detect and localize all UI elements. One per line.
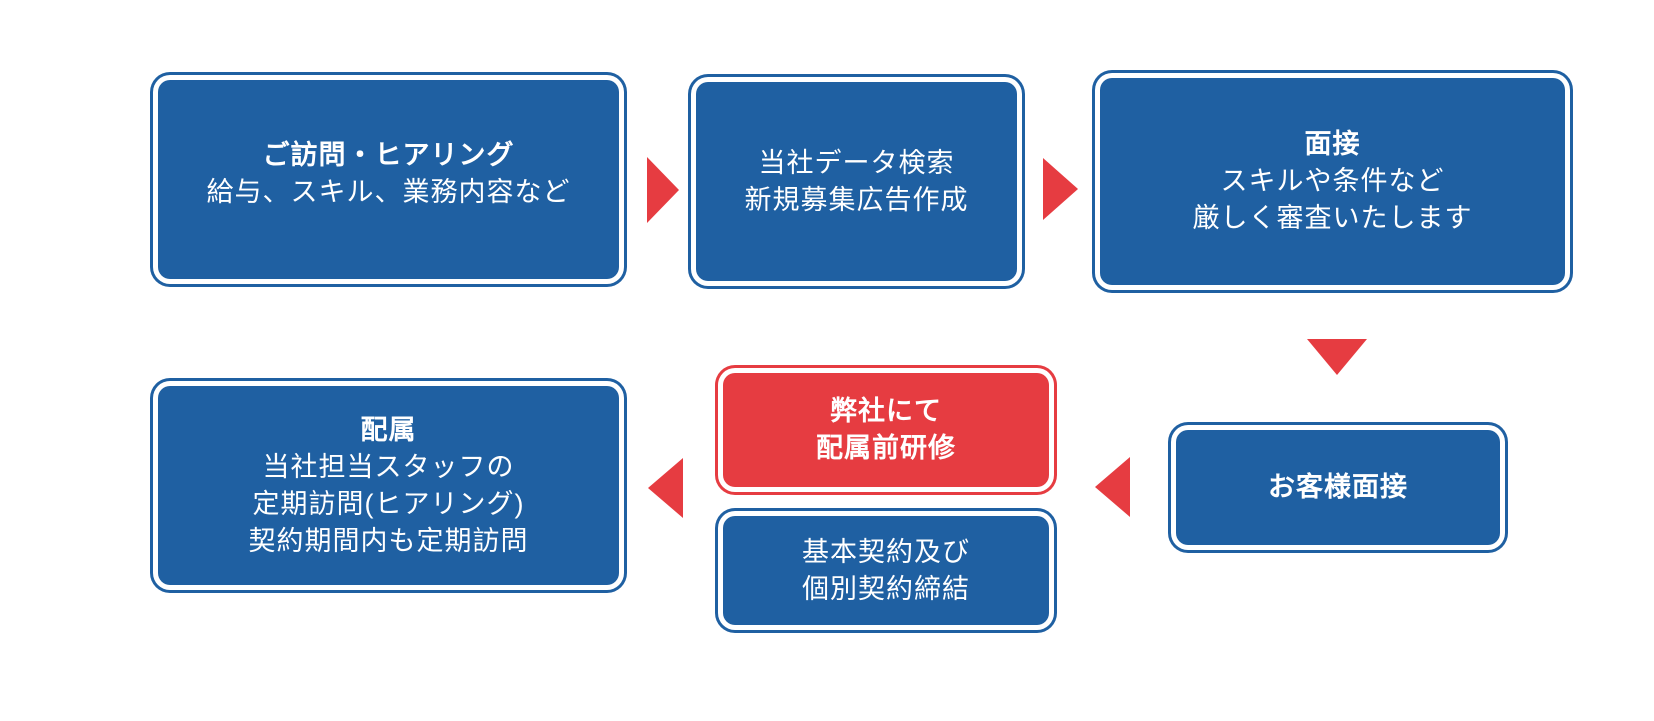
arrow-left-icon bbox=[648, 458, 683, 518]
step-line: 定期訪問(ヒアリング) bbox=[252, 488, 525, 519]
step-box-interview: 面接 スキルや条件など 厳しく審査いたします bbox=[1100, 78, 1565, 285]
step-box-data-search: 当社データ検索 新規募集広告作成 bbox=[696, 82, 1017, 281]
step-box-visit-hearing: ご訪問・ヒアリング 給与、スキル、業務内容など bbox=[158, 80, 619, 279]
step-line: 配属前研修 bbox=[816, 433, 956, 463]
arrow-right-icon bbox=[647, 157, 679, 223]
step-line: 基本契約及び bbox=[802, 536, 970, 567]
step-line: 当社担当スタッフの bbox=[262, 451, 515, 482]
step-box-pre-assignment-training: 弊社にて 配属前研修 bbox=[723, 373, 1049, 487]
step-title: お客様面接 bbox=[1268, 472, 1408, 502]
step-line: 契約期間内も定期訪問 bbox=[248, 525, 529, 556]
step-line: 当社データ検索 bbox=[758, 147, 955, 178]
step-title: ご訪問・ヒアリング bbox=[262, 139, 515, 170]
step-line: スキルや条件など bbox=[1220, 166, 1445, 196]
step-box-contract: 基本契約及び 個別契約締結 bbox=[723, 516, 1049, 625]
step-title: 配属 bbox=[360, 414, 417, 445]
step-box-assignment: 配属 当社担当スタッフの 定期訪問(ヒアリング) 契約期間内も定期訪問 bbox=[158, 386, 619, 585]
step-line: 厳しく審査いたします bbox=[1192, 203, 1473, 233]
arrow-right-icon bbox=[1043, 158, 1078, 220]
step-line: 給与、スキル、業務内容など bbox=[206, 176, 571, 207]
step-line: 新規募集広告作成 bbox=[744, 184, 969, 215]
arrow-down-icon bbox=[1307, 339, 1367, 375]
step-box-customer-interview: お客様面接 bbox=[1176, 430, 1500, 545]
step-line: 個別契約締結 bbox=[802, 573, 970, 604]
step-line: 弊社にて bbox=[830, 396, 942, 426]
arrow-left-icon bbox=[1095, 457, 1130, 517]
step-title: 面接 bbox=[1304, 129, 1361, 159]
